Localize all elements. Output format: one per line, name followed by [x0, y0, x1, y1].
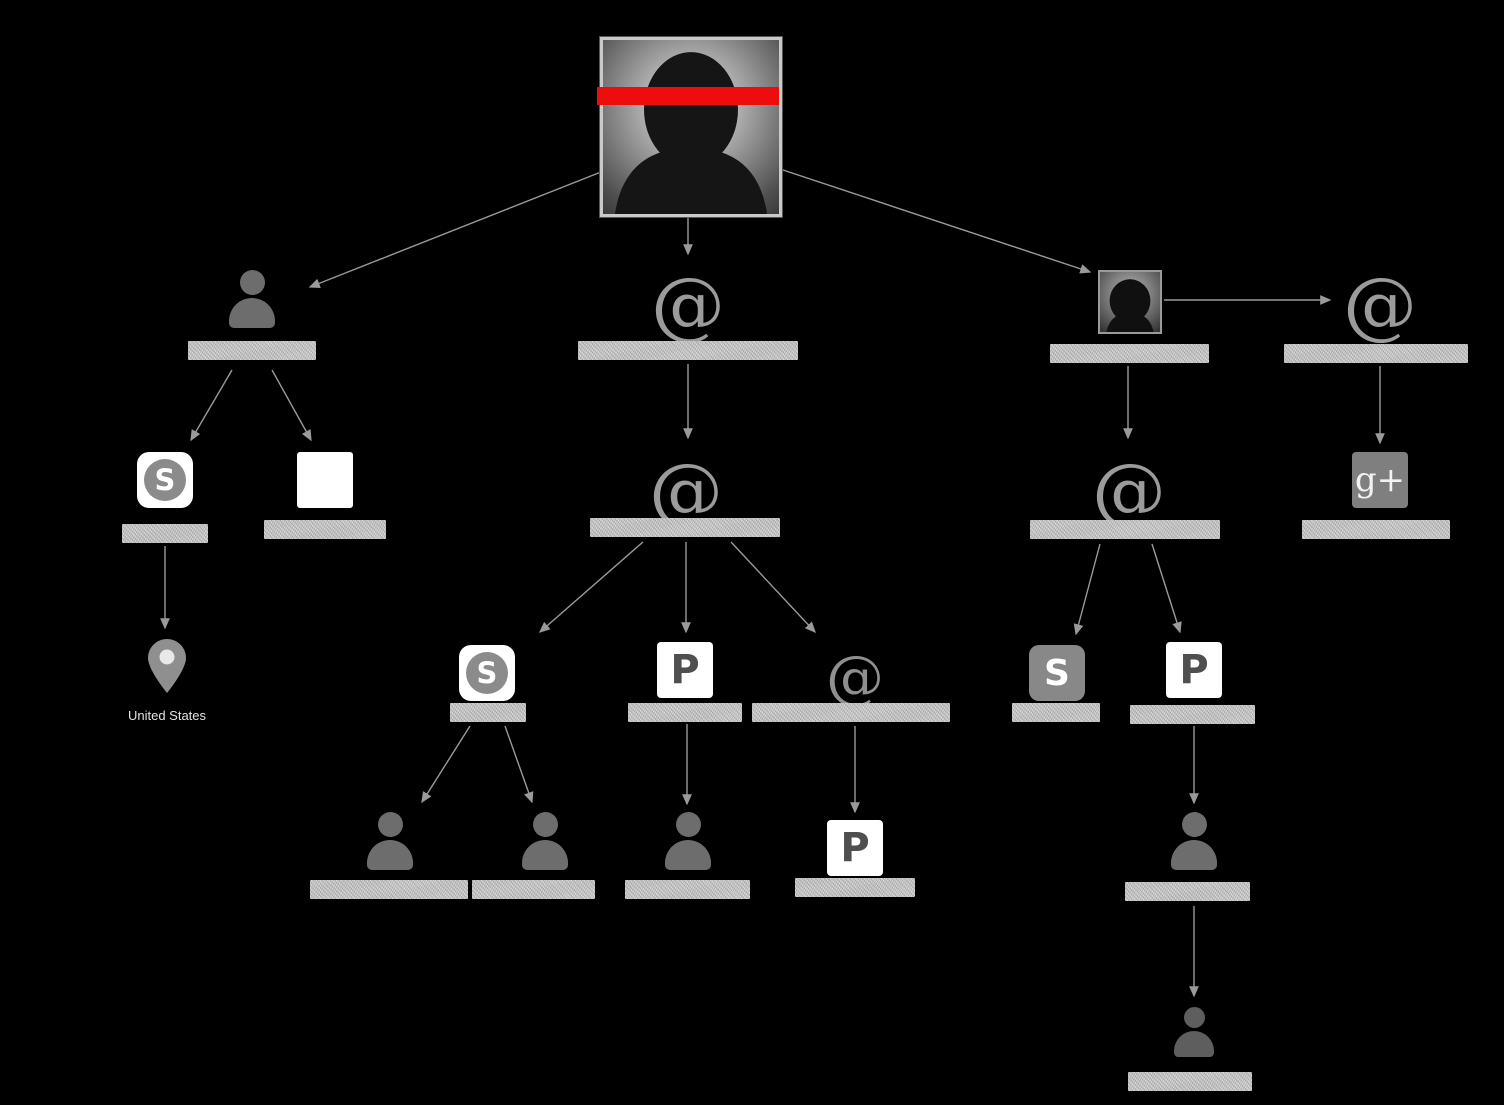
person-head-shape: [377, 812, 403, 837]
map-pin-icon: [148, 639, 186, 693]
redacted-label[interactable]: [1125, 882, 1250, 901]
email-node-right-mid[interactable]: @: [1092, 448, 1166, 534]
email-node-top[interactable]: @: [651, 262, 725, 348]
person-body-shape: [1174, 1031, 1214, 1057]
email-node-small[interactable]: @: [826, 643, 884, 711]
redacted-label[interactable]: [1012, 703, 1100, 722]
pandora-node-mid[interactable]: P: [657, 642, 713, 698]
person-head-shape: [1181, 812, 1207, 837]
pandora-icon: P: [840, 825, 870, 871]
redacted-label[interactable]: [1302, 520, 1450, 539]
pandora-node-right[interactable]: P: [1166, 642, 1222, 698]
location-label: United States: [127, 708, 207, 723]
pandora-icon: P: [1179, 647, 1209, 693]
person-node-b1[interactable]: [360, 812, 420, 876]
person-node-b3[interactable]: [658, 812, 718, 876]
person-node-right[interactable]: [1164, 812, 1224, 876]
person-node-left[interactable]: [222, 270, 282, 334]
skype-node-right[interactable]: S: [1029, 645, 1085, 701]
redacted-label[interactable]: [1130, 705, 1255, 724]
email-node-mid[interactable]: @: [649, 448, 723, 534]
person-node-b2[interactable]: [515, 812, 575, 876]
pandora-node-bottom[interactable]: P: [827, 820, 883, 876]
location-node[interactable]: [147, 638, 187, 694]
eye-redaction-bar: [597, 87, 779, 105]
redacted-label[interactable]: [472, 880, 595, 899]
person-head-shape: [239, 270, 265, 295]
person-body-shape: [367, 840, 413, 870]
redacted-label[interactable]: [628, 703, 742, 722]
male-silhouette: [615, 52, 767, 214]
redacted-label[interactable]: [450, 703, 526, 722]
person-node-far-bottom[interactable]: [1168, 1007, 1220, 1065]
secondary-photo-node[interactable]: [1098, 270, 1162, 334]
redacted-label[interactable]: [625, 880, 750, 899]
person-body-shape: [229, 298, 275, 328]
google-plus-node[interactable]: g+: [1352, 452, 1408, 508]
person-body-shape: [1171, 840, 1217, 870]
main-subject-photo[interactable]: [600, 37, 782, 217]
person-head-shape: [675, 812, 701, 837]
skype-icon: S: [144, 459, 186, 501]
redacted-label[interactable]: [1050, 344, 1209, 363]
redacted-label[interactable]: [590, 518, 780, 537]
redacted-label[interactable]: [264, 520, 386, 539]
skype-node-left[interactable]: S: [137, 452, 193, 508]
person-head-shape: [532, 812, 558, 837]
redacted-label[interactable]: [795, 878, 915, 897]
google-plus-icon: g+: [1354, 460, 1406, 500]
redacted-label[interactable]: [578, 341, 798, 360]
pandora-icon: P: [670, 647, 700, 693]
redacted-label[interactable]: [752, 703, 950, 722]
person-head-shape: [1183, 1007, 1205, 1028]
skype-icon: S: [466, 652, 508, 694]
redacted-label[interactable]: [1030, 520, 1220, 539]
document-node[interactable]: [297, 452, 353, 508]
person-body-shape: [665, 840, 711, 870]
person-body-shape: [522, 840, 568, 870]
skype-icon: S: [1044, 652, 1070, 694]
email-node-far-right[interactable]: @: [1343, 262, 1417, 348]
redacted-label[interactable]: [188, 341, 316, 360]
redacted-label[interactable]: [1128, 1072, 1252, 1091]
redacted-label[interactable]: [1284, 344, 1468, 363]
skype-node-mid[interactable]: S: [459, 645, 515, 701]
redacted-label[interactable]: [310, 880, 468, 899]
redacted-label[interactable]: [122, 524, 208, 543]
female-silhouette: [1106, 279, 1154, 332]
